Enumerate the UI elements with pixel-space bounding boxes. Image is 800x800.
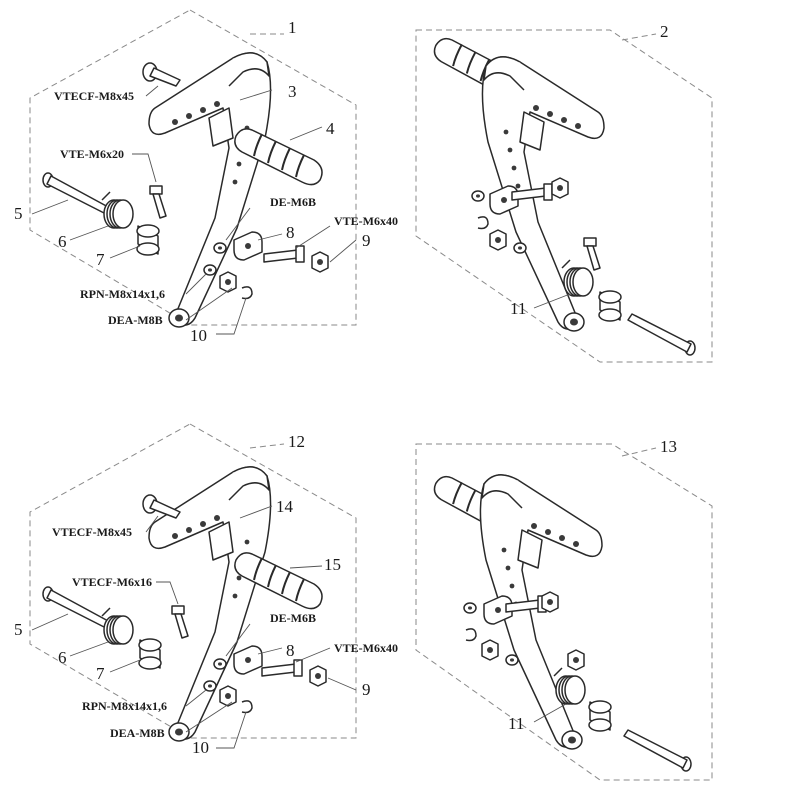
assembly-4: 13 11 — [415, 437, 713, 781]
label-bushing: 7 — [96, 250, 105, 269]
label-pivot-pin: 5 — [14, 204, 23, 223]
label-bushing: 7 — [96, 664, 105, 683]
pivot-pin — [623, 729, 692, 772]
label-clevis: 8 — [286, 641, 295, 660]
assembly-3: 12 14 15 VTECF-M8x45 VTECF-M6x16 5 6 7 D… — [14, 423, 398, 757]
circlip — [465, 628, 477, 642]
label-circlip: DEA-M8B — [110, 726, 165, 740]
nut — [311, 251, 329, 273]
washer-small — [213, 242, 227, 254]
assembly-2-outline — [415, 29, 713, 363]
label-nut: 9 — [362, 231, 371, 250]
bushing-small — [481, 639, 499, 661]
label-circlip: DEA-M8B — [108, 313, 163, 327]
circlip — [477, 216, 489, 230]
label-lever: 14 — [276, 497, 294, 516]
return-spring — [101, 607, 134, 645]
brake-lever — [148, 52, 272, 328]
washer-big — [203, 680, 217, 692]
label-clevis-bolt: VTE-M6x40 — [334, 641, 398, 655]
bushing — [136, 224, 160, 256]
label-spring: 11 — [510, 299, 526, 318]
side-bolt — [583, 237, 601, 271]
clevis-bolt — [261, 659, 303, 677]
top-bolt — [142, 62, 181, 87]
top-bolt — [142, 494, 181, 519]
side-bolt — [171, 605, 189, 639]
label-clevis-bolt: VTE-M6x40 — [334, 214, 398, 228]
label-top-bolt: VTECF-M8x45 — [54, 89, 134, 103]
label-top-bolt: VTECF-M8x45 — [52, 525, 132, 539]
nut — [541, 591, 559, 613]
label-clevis: 8 — [286, 223, 295, 242]
assembly-1-outline — [29, 9, 357, 326]
clevis — [233, 645, 263, 675]
return-spring — [101, 191, 134, 229]
label-grip: 15 — [324, 555, 341, 574]
circlip — [241, 700, 253, 714]
label-washer-small: DE-M6B — [270, 611, 316, 625]
pivot-pin — [42, 172, 111, 215]
assembly-1: 1 3 4 VTECF-M8x45 VTE-M6x20 5 6 7 DE-M6B… — [14, 9, 398, 345]
bushing — [588, 700, 612, 732]
label-clip: 10 — [192, 738, 209, 757]
bushing-small — [219, 685, 237, 707]
label-pivot-pin: 5 — [14, 620, 23, 639]
nut — [309, 665, 327, 687]
washer-big — [505, 654, 519, 666]
assembly-3-number: 12 — [288, 432, 305, 451]
washer — [463, 602, 477, 614]
clevis — [233, 231, 263, 261]
label-washer-big: RPN-M8x14x1,6 — [80, 287, 165, 301]
return-spring — [561, 259, 594, 297]
label-nut: 9 — [362, 680, 371, 699]
side-bolt — [149, 185, 167, 219]
label-grip: 4 — [326, 119, 335, 138]
label-side-bolt: VTE-M6x20 — [60, 147, 124, 161]
label-spring: 6 — [58, 232, 67, 251]
side-nut — [567, 649, 585, 671]
circlip — [241, 286, 253, 300]
label-washer-big: RPN-M8x14x1,6 — [82, 699, 167, 713]
washer — [471, 190, 485, 202]
clevis-bolt — [263, 245, 305, 263]
assembly-4-number: 13 — [660, 437, 677, 456]
pivot-pin — [627, 313, 696, 356]
bushing — [138, 638, 162, 670]
label-clip: 10 — [190, 326, 207, 345]
assembly-2-number: 2 — [660, 22, 669, 41]
washer-big — [203, 264, 217, 276]
label-side-bolt: VTECF-M6x16 — [72, 575, 152, 589]
assembly-1-number: 1 — [288, 18, 297, 37]
assembly-3-outline — [29, 423, 357, 739]
bushing-small — [489, 229, 507, 251]
bushing — [598, 290, 622, 322]
label-spring: 11 — [508, 714, 524, 733]
washer-big — [513, 242, 527, 254]
label-spring: 6 — [58, 648, 67, 667]
label-washer-small: DE-M6B — [270, 195, 316, 209]
label-lever: 3 — [288, 82, 297, 101]
washer-small — [213, 658, 227, 670]
assembly-2: 2 11 — [415, 22, 713, 363]
nut — [551, 177, 569, 199]
assembly-4-outline — [415, 443, 713, 781]
return-spring — [553, 667, 586, 705]
bushing-small — [219, 271, 237, 293]
pivot-pin — [42, 586, 111, 629]
